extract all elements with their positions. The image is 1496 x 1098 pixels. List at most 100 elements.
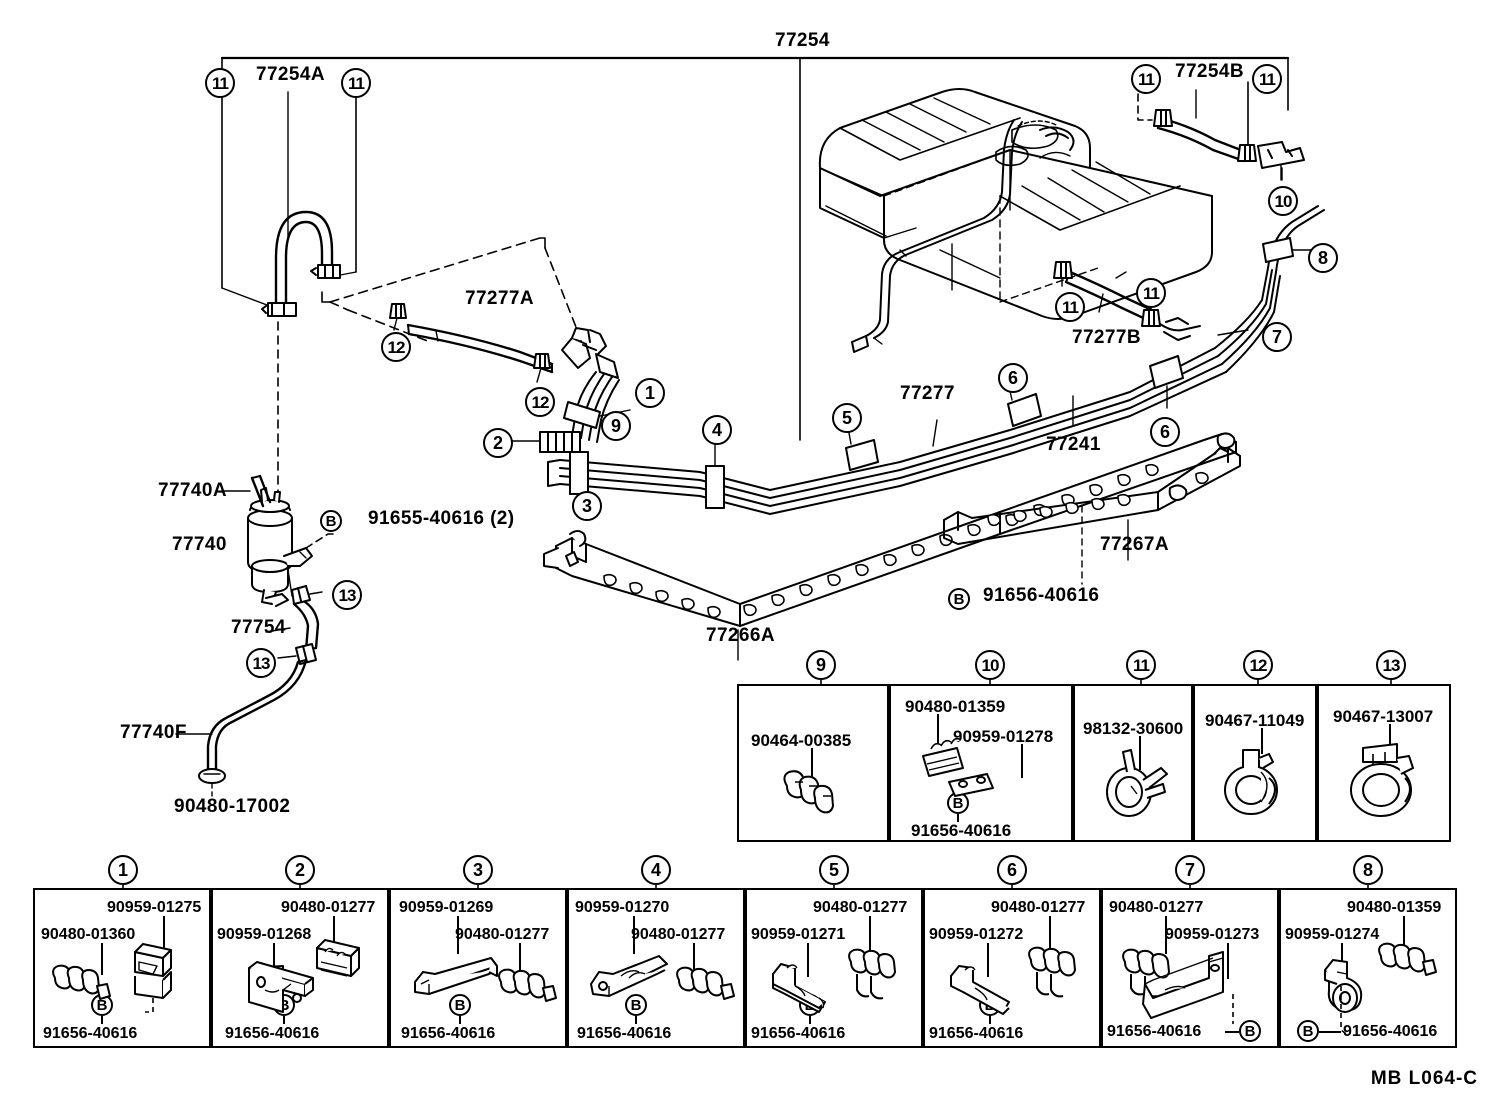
callout-marker-2: 2 xyxy=(483,428,513,458)
bolt-symbol-legend-7: B xyxy=(1239,1020,1261,1042)
label-77254: 77254 xyxy=(775,30,830,51)
label-77254B: 77254B xyxy=(1175,61,1244,82)
legend-box-1: 90959-01275 90480-01360 91656-40616 B xyxy=(33,888,211,1048)
label-filter-bolt: 91655-40616 (2) xyxy=(368,508,515,529)
label-77241: 77241 xyxy=(1046,434,1101,455)
legend-box-8: 90480-01359 90959-01274 91656-40616 B xyxy=(1279,888,1457,1048)
legend-1-part-2: 90480-01360 xyxy=(41,926,136,943)
legend-13-illustration xyxy=(1350,743,1414,817)
callout-marker-12: 12 xyxy=(381,332,411,362)
callout-marker-11: 11 xyxy=(1131,64,1161,94)
legend-box-10: 90480-01359 90959-01278 91656-40616 B xyxy=(889,684,1073,842)
legend-callout-3: 3 xyxy=(463,855,493,885)
label-77277B: 77277B xyxy=(1072,327,1141,348)
legend-box-13: 90467-13007 xyxy=(1317,684,1451,842)
label-77266A: 77266A xyxy=(706,625,775,646)
callout-marker-11: 11 xyxy=(1136,278,1166,308)
callout-marker-13: 13 xyxy=(246,648,276,678)
legend-box-11: 98132-30600 xyxy=(1073,684,1193,842)
legend-box-2: 90480-01277 90959-01268 91656-40616 B xyxy=(211,888,389,1048)
label-77254A: 77254A xyxy=(256,64,325,85)
legend-2-part-1: 90480-01277 xyxy=(281,899,376,916)
callout-marker-13: 13 xyxy=(332,580,362,610)
label-77740A: 77740A xyxy=(158,480,227,501)
label-77754: 77754 xyxy=(231,617,286,638)
legend-2-illustration xyxy=(248,939,360,1013)
legend-6-illustration xyxy=(950,946,1076,1015)
legend-3-part-3: 91656-40616 xyxy=(401,1025,496,1042)
legend-7-part-2: 90959-01273 xyxy=(1165,926,1260,943)
legend-4-illustration xyxy=(590,955,735,1000)
legend-2-part-2: 90959-01268 xyxy=(217,926,312,943)
legend-9-part-1: 90464-00385 xyxy=(751,731,852,750)
legend-5-illustration xyxy=(772,948,896,1013)
callout-marker-6: 6 xyxy=(998,363,1028,393)
callout-marker-11: 11 xyxy=(1055,292,1085,322)
legend-callout-7: 7 xyxy=(1175,855,1205,885)
label-77267A: 77267A xyxy=(1100,534,1169,555)
legend-10-part-3: 91656-40616 xyxy=(911,821,1012,840)
bolt-symbol-legend-8: B xyxy=(1297,1020,1319,1042)
legend-10-part-1: 90480-01359 xyxy=(905,697,1006,716)
legend-callout-12: 12 xyxy=(1243,650,1273,680)
legend-callout-4: 4 xyxy=(641,855,671,885)
label-77277: 77277 xyxy=(900,383,955,404)
bolt-symbol-filter: B xyxy=(320,510,342,532)
legend-callout-2: 2 xyxy=(285,855,315,885)
legend-4-part-1: 90959-01270 xyxy=(575,899,670,916)
legend-callout-6: 6 xyxy=(997,855,1027,885)
callout-marker-6: 6 xyxy=(1150,417,1180,447)
legend-12-illustration xyxy=(1224,749,1278,815)
legend-8-part-1: 90480-01359 xyxy=(1347,899,1442,916)
legend-6-part-3: 91656-40616 xyxy=(929,1025,1024,1042)
legend-12-part-1: 90467-11049 xyxy=(1205,711,1305,730)
legend-3-part-1: 90959-01269 xyxy=(399,899,494,916)
legend-3-part-2: 90480-01277 xyxy=(455,926,550,943)
legend-box-9: 90464-00385 xyxy=(737,684,889,842)
legend-5-part-1: 90480-01277 xyxy=(813,899,908,916)
callout-marker-3: 3 xyxy=(572,491,602,521)
label-77740F: 77740F xyxy=(120,722,187,743)
legend-11-illustration xyxy=(1106,749,1168,817)
callout-marker-11: 11 xyxy=(341,68,371,98)
legend-6-part-2: 90959-01272 xyxy=(929,926,1024,943)
legend-1-illustration xyxy=(52,943,172,1013)
label-77277A: 77277A xyxy=(465,288,534,309)
legend-7-illustration xyxy=(1122,948,1234,1024)
callout-marker-11: 11 xyxy=(205,68,235,98)
legend-13-part-1: 90467-13007 xyxy=(1333,707,1434,726)
legend-7-part-3: 91656-40616 xyxy=(1107,1023,1202,1040)
legend-5-part-2: 90959-01271 xyxy=(751,926,846,943)
drawing-code: MB L064-C xyxy=(1370,1068,1478,1089)
legend-callout-1: 1 xyxy=(108,855,138,885)
legend-box-3: 90959-01269 90480-01277 91656-40616 B xyxy=(389,888,567,1048)
legend-box-6: 90480-01277 90959-01272 91656-40616 B xyxy=(923,888,1101,1048)
callout-marker-7: 7 xyxy=(1262,322,1292,352)
label-77740: 77740 xyxy=(172,534,227,555)
legend-8-part-3: 91656-40616 xyxy=(1343,1023,1438,1040)
callout-marker-9: 9 xyxy=(601,411,631,441)
legend-callout-9: 9 xyxy=(806,650,836,680)
legend-8-illustration xyxy=(1324,942,1437,1037)
bolt-symbol-legend-3: B xyxy=(449,994,471,1016)
legend-7-part-1: 90480-01277 xyxy=(1109,899,1204,916)
callout-marker-8: 8 xyxy=(1308,243,1338,273)
legend-4-part-2: 90480-01277 xyxy=(631,926,726,943)
legend-callout-5: 5 xyxy=(819,855,849,885)
bolt-symbol-protector: B xyxy=(948,588,970,610)
callout-marker-5: 5 xyxy=(832,403,862,433)
bolt-symbol-legend-4: B xyxy=(625,994,647,1016)
callout-marker-12: 12 xyxy=(525,387,555,417)
legend-callout-11: 11 xyxy=(1126,650,1156,680)
legend-9-illustration xyxy=(783,770,834,814)
callout-marker-1: 1 xyxy=(635,378,665,408)
legend-box-7: 90480-01277 90959-01273 91656-40616 B xyxy=(1101,888,1279,1048)
legend-8-part-2: 90959-01274 xyxy=(1285,926,1380,943)
legend-6-part-1: 90480-01277 xyxy=(991,899,1086,916)
legend-10-illustration xyxy=(922,737,994,797)
callout-marker-10: 10 xyxy=(1268,186,1298,216)
legend-5-part-3: 91656-40616 xyxy=(751,1025,846,1042)
legend-callout-8: 8 xyxy=(1353,855,1383,885)
